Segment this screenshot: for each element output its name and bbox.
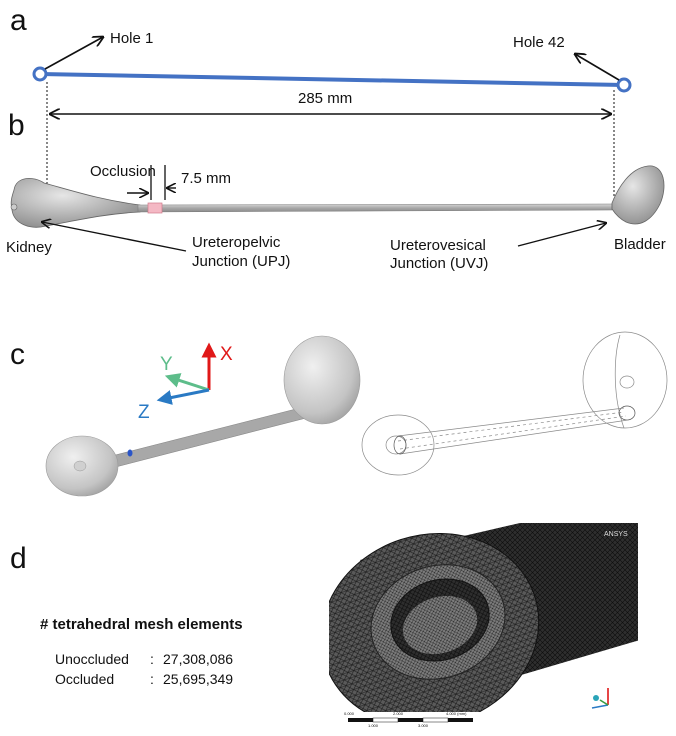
wireframe-model xyxy=(361,331,668,476)
upj-pointer-arrow xyxy=(42,222,187,252)
scale-label-4: 4.000 (mm) xyxy=(446,711,467,716)
mesh-row-unoccluded-label: Unoccluded xyxy=(55,651,129,667)
panel-c-label: c xyxy=(10,338,25,371)
mesh-orientation-triad xyxy=(591,688,609,709)
upj-label-line2: Junction (UPJ) xyxy=(192,253,291,270)
hole-42-label: Hole 42 xyxy=(513,34,565,51)
mesh-row-unoccluded-sep: : xyxy=(150,651,154,667)
stent-end-ring-right xyxy=(616,77,632,93)
scale-label-3: 3.000 xyxy=(418,723,429,728)
mesh-row-occluded-sep: : xyxy=(150,671,154,687)
mesh-row-occluded-label: Occluded xyxy=(55,671,115,687)
occlusion-segment xyxy=(147,202,163,214)
ansys-watermark: ANSYS xyxy=(604,531,628,538)
scale-label-0: 0.000 xyxy=(344,711,355,716)
scale-label-1: 1.000 xyxy=(368,723,379,728)
solid-bladder-sphere xyxy=(283,335,361,425)
length-label: 285 mm xyxy=(298,90,353,107)
upj-label-line1: Ureteropelvic xyxy=(192,234,281,251)
stent-line xyxy=(39,72,625,87)
panel-b-label: b xyxy=(8,109,25,142)
kidney-label: Kidney xyxy=(6,239,52,256)
stent-end-ring-left xyxy=(32,66,48,82)
uvj-pointer-arrow xyxy=(517,223,606,247)
solid-occlusion-mark xyxy=(127,449,133,457)
axis-x-label: X xyxy=(220,344,233,365)
axis-y-label: Y xyxy=(160,354,173,375)
wireframe-bladder-ring xyxy=(619,375,635,389)
kidney-shape xyxy=(10,178,141,228)
uvj-label-line1: Ureterovesical xyxy=(390,237,486,254)
occlusion-label: Occlusion xyxy=(90,163,156,180)
solid-kidney-nub xyxy=(73,460,87,472)
panel-a-label: a xyxy=(10,4,27,37)
bladder-label: Bladder xyxy=(614,236,666,253)
mesh-scale-bar xyxy=(348,717,473,723)
kidney-nub xyxy=(10,203,18,211)
scale-label-2: 2.000 xyxy=(393,711,404,716)
hole-1-arrow xyxy=(44,37,103,70)
mesh-row-occluded-value: 25,695,349 xyxy=(163,671,234,687)
wireframe-kidney xyxy=(361,414,435,476)
uvj-label-line2: Junction (UVJ) xyxy=(390,255,489,272)
panel-d-label: d xyxy=(10,542,27,575)
ureter-tube xyxy=(137,203,613,213)
hole-42-arrow xyxy=(575,54,620,81)
bladder-shape xyxy=(611,165,665,225)
hole-1-label: Hole 1 xyxy=(110,30,154,47)
mesh-elements-title: # tetrahedral mesh elements xyxy=(40,616,243,633)
axis-z-label: Z xyxy=(138,402,150,423)
wireframe-bladder xyxy=(582,331,668,429)
mesh-row-unoccluded-value: 27,308,086 xyxy=(163,651,234,667)
mesh-lumen-core xyxy=(402,595,478,655)
axis-y-arrow xyxy=(164,373,210,392)
axis-z-arrow xyxy=(156,388,210,405)
occlusion-offset-label: 7.5 mm xyxy=(181,170,232,187)
